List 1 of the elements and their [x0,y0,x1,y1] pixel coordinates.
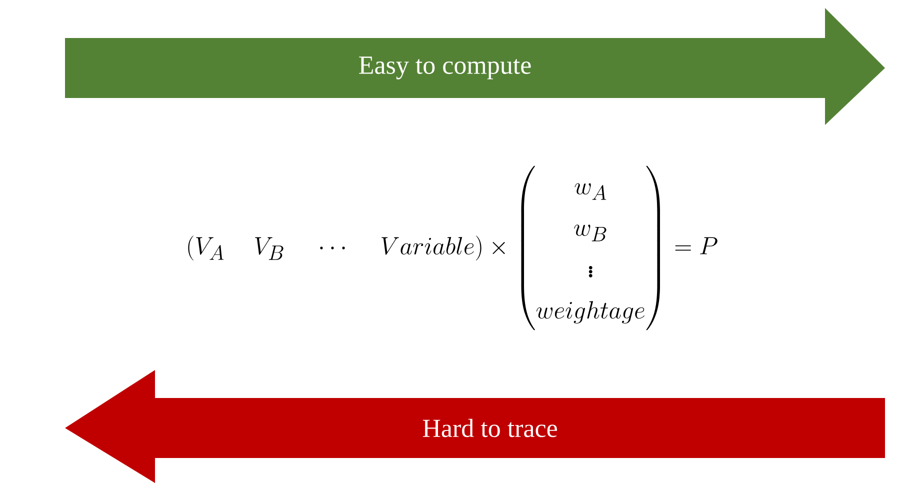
equation: $(V_A \quad V_B \quad \cdots \quad Variable) \times \begin{pmatrix} w_A \\ w_B \\ \vdots \\ weightage \end{pmatrix} = P$ [188,166,718,330]
